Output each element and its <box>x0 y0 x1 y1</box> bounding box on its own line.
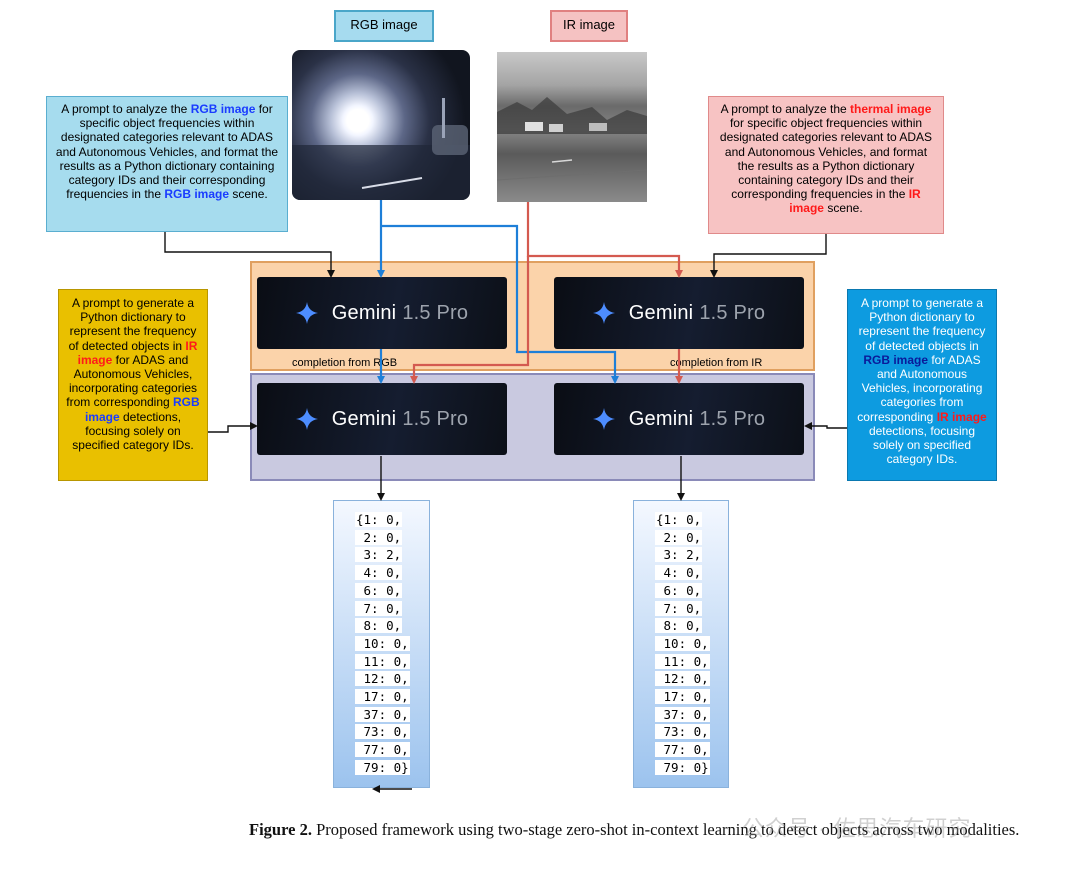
dict-line: 2: 0, <box>655 529 703 545</box>
gemini-star-icon <box>295 302 318 324</box>
prompt-highlight: RGB image <box>164 187 230 202</box>
dict-line: {1: 0, <box>355 512 403 527</box>
gemini-star-icon <box>592 302 615 324</box>
dict-line: {1: 0, <box>655 512 703 527</box>
dict-line: 4: 0, <box>355 565 403 581</box>
dict-line: 79: 0} <box>655 759 710 775</box>
dict-line: 73: 0, <box>655 724 710 740</box>
gemini-star-icon <box>592 408 615 430</box>
prompt-text: detections, focusing solely on specified… <box>868 423 976 467</box>
dict-line: 8: 0, <box>355 618 403 634</box>
dict-line: 77: 0, <box>655 742 710 758</box>
dict-line: 37: 0, <box>355 706 410 722</box>
prompt-text: A prompt to generate a Python dictionary… <box>68 296 197 353</box>
dict-line: 10: 0, <box>355 635 410 651</box>
ir-photo-detail <box>497 97 647 181</box>
dict-line: 12: 0, <box>355 671 410 687</box>
prompt-text: scene. <box>229 187 268 202</box>
dict-line: 3: 2, <box>655 547 703 563</box>
dict-line: 6: 0, <box>655 582 703 598</box>
dict-line: 73: 0, <box>355 724 410 740</box>
rgb-night-photo <box>292 50 470 200</box>
dict-line: 17: 0, <box>655 689 710 705</box>
prompt-text: A prompt to analyze the <box>720 102 851 116</box>
prompt-text: detections, focusing solely on specified… <box>72 409 194 453</box>
dict-line: 11: 0, <box>355 653 410 669</box>
prompt-text: A prompt to analyze the <box>61 102 191 116</box>
arrow-prompt-gen-ir <box>208 422 258 433</box>
rgb-image-label: RGB image <box>334 10 434 42</box>
dict-line: 4: 0, <box>655 565 703 581</box>
prompt-text: scene. <box>823 201 863 216</box>
ir-image-label: IR image <box>550 10 628 42</box>
dict-line: 7: 0, <box>655 600 703 616</box>
gemini-star-icon <box>295 408 318 430</box>
prompt-highlight: IR image <box>77 338 198 367</box>
caption-text: Proposed framework using two-stage zero-… <box>311 820 1020 839</box>
dict-line: 3: 2, <box>355 547 403 563</box>
prompt-text: for specific object frequencies within d… <box>719 116 933 202</box>
dict-line: 12: 0, <box>655 671 710 687</box>
dict-line: 37: 0, <box>655 706 710 722</box>
dict-line: 7: 0, <box>355 600 403 616</box>
prompt-analyze-rgb: A prompt to analyze the RGB image for sp… <box>46 96 288 232</box>
dict-line: 10: 0, <box>655 635 710 651</box>
dict-output-left: {1: 0, 2: 0, 3: 2, 4: 0, 6: 0, 7: 0, 8: … <box>355 511 410 777</box>
prompt-highlight: RGB image <box>190 102 256 116</box>
prompt-generate-ir-dict: A prompt to generate a Python dictionary… <box>58 289 208 481</box>
prompt-highlight: RGB image <box>863 352 928 367</box>
prompt-highlight: thermal image <box>850 102 932 116</box>
dict-line: 17: 0, <box>355 689 410 705</box>
prompt-highlight: RGB image <box>84 395 200 424</box>
arrow-prompt-ir <box>710 234 827 278</box>
prompt-text: for ADAS and Autonomous Vehicles, incorp… <box>66 352 198 410</box>
prompt-analyze-ir: A prompt to analyze the thermal image fo… <box>708 96 944 234</box>
prompt-generate-rgb-dict: A prompt to generate a Python dictionary… <box>847 289 997 481</box>
dict-line: 8: 0, <box>655 618 703 634</box>
completion-from-rgb-label: completion from RGB <box>292 357 398 369</box>
dict-line: 11: 0, <box>655 653 710 669</box>
arrow-prompt-rgb <box>164 232 335 278</box>
arrow-ir-to-gemini3 <box>410 256 530 384</box>
prompt-highlight: IR image <box>936 409 987 424</box>
arrow-rgb-to-gemini4 <box>381 224 619 384</box>
completion-from-ir-label: completion from IR <box>670 357 763 369</box>
dict-line: 79: 0} <box>355 759 410 775</box>
caption-label: Figure 2. <box>249 820 312 839</box>
watermark: 公众号 · 佐思汽车研究 <box>742 816 972 841</box>
figure-caption: Figure 2. Proposed framework using two-s… <box>249 817 1074 842</box>
dict-output-right: {1: 0, 2: 0, 3: 2, 4: 0, 6: 0, 7: 0, 8: … <box>655 511 710 777</box>
dict-line: 6: 0, <box>355 582 403 598</box>
rgb-photo-detail <box>292 98 470 200</box>
ir-thermal-photo <box>497 52 647 202</box>
prompt-text: A prompt to generate a Python dictionary… <box>858 296 986 353</box>
prompt-text: for ADAS and Autonomous Vehicles, incorp… <box>857 352 983 424</box>
arrow-ir-to-gemini2 <box>526 202 683 278</box>
prompt-text: for specific object frequencies within d… <box>55 102 279 202</box>
arrow-prompt-gen-rgb <box>804 422 847 430</box>
dict-line: 77: 0, <box>355 742 410 758</box>
prompt-highlight: IR image <box>789 187 921 216</box>
dict-line: 2: 0, <box>355 529 403 545</box>
